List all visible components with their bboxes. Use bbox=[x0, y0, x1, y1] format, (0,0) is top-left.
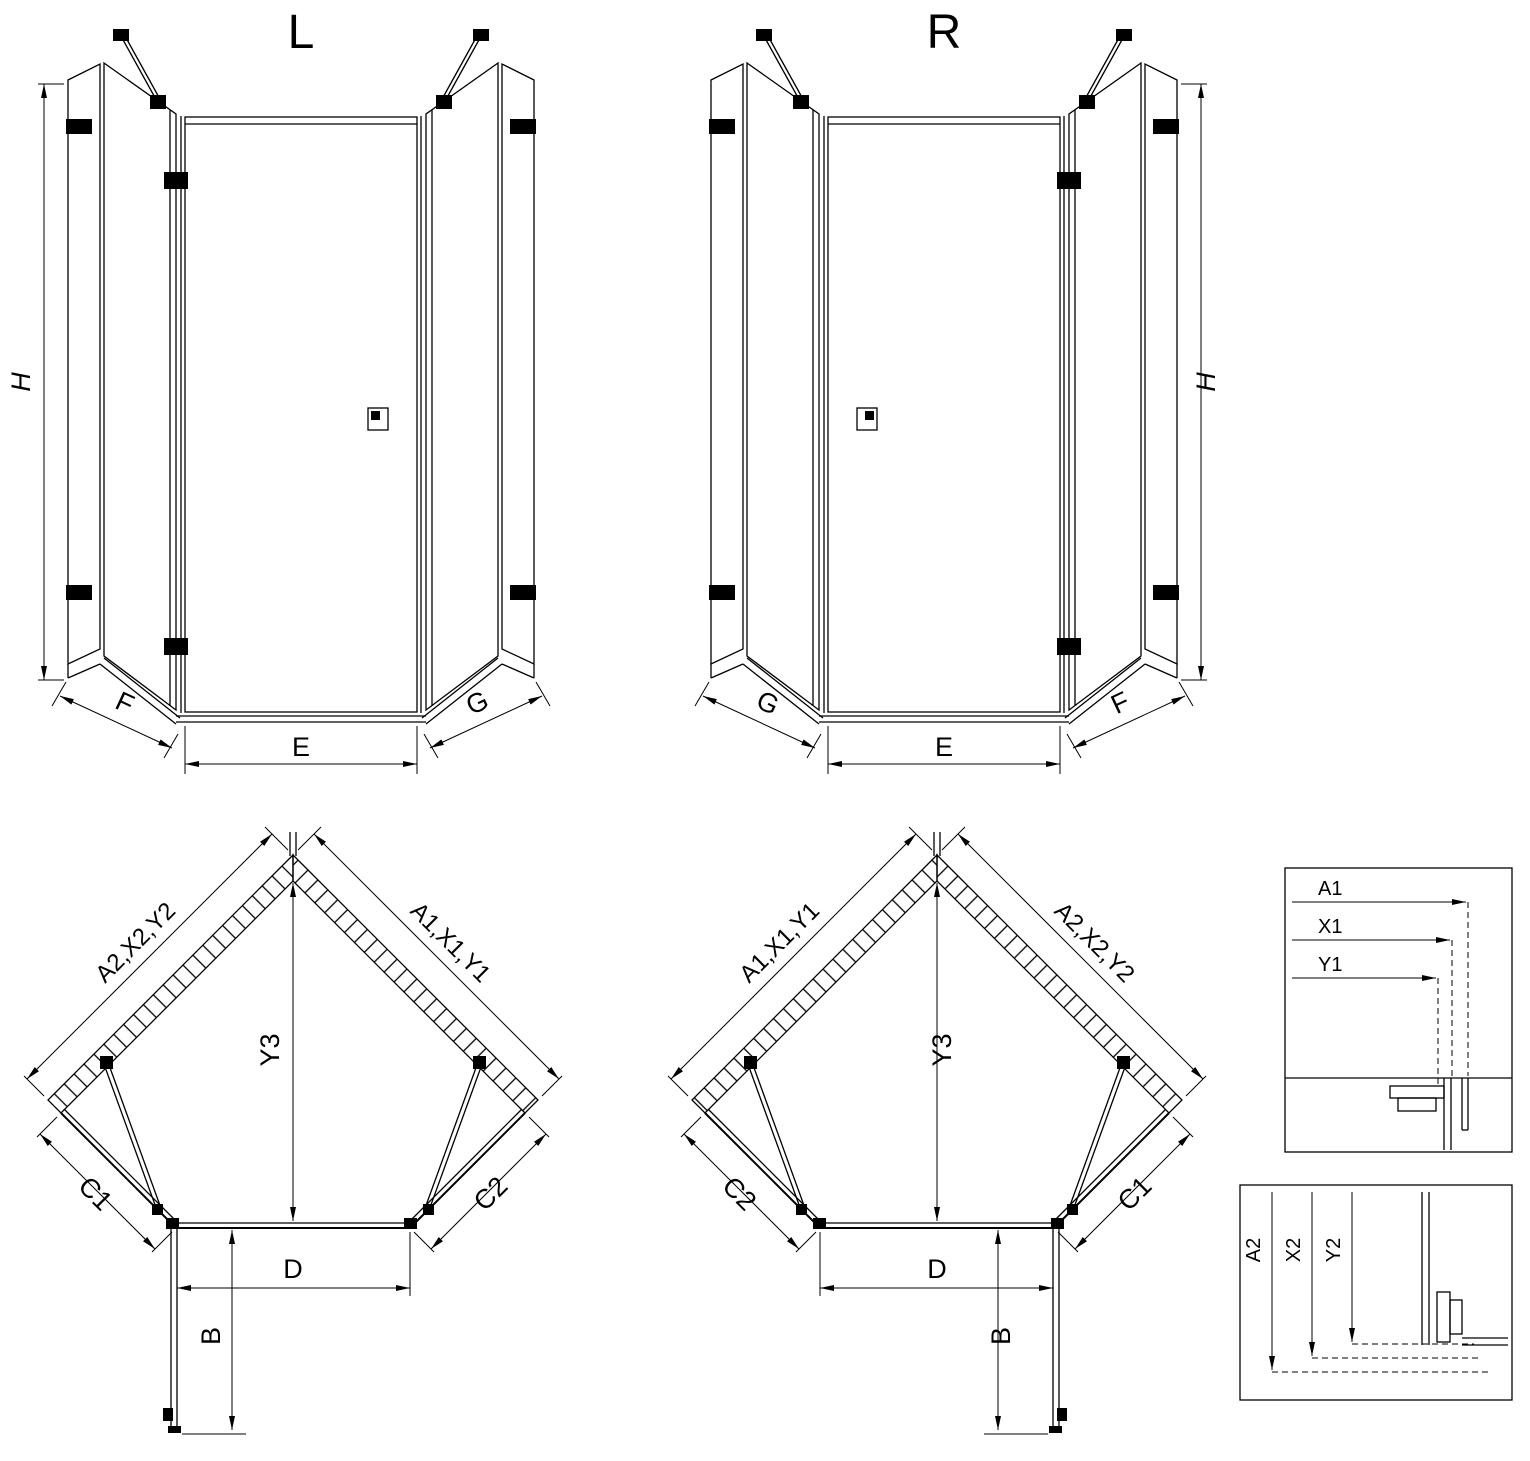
dim-label-a1-detail: A1 bbox=[1318, 878, 1342, 900]
dim-label-x1-detail: X1 bbox=[1318, 916, 1342, 938]
dim-label-wall-left-L: A2,X2,Y2 bbox=[90, 897, 181, 988]
dim-label-c1-R: C1 bbox=[1112, 1171, 1158, 1217]
detail-top-profile bbox=[1285, 1077, 1512, 1150]
dim-label-y3-R: Y3 bbox=[927, 1033, 957, 1066]
detail-box-top: A1 X1 Y1 bbox=[1284, 867, 1513, 1153]
view-title-right: R bbox=[927, 6, 962, 59]
dim-label-wall-right-L: A1,X1,Y1 bbox=[405, 897, 496, 988]
dim-label-e-left: E bbox=[292, 732, 310, 762]
detail-box-bottom: A2 X2 Y2 bbox=[1239, 1184, 1513, 1401]
left-3d-view-art bbox=[38, 29, 550, 774]
left-plan-view-art bbox=[24, 827, 562, 1434]
detail-bottom-profile bbox=[1421, 1192, 1508, 1346]
dim-label-x2-detail: X2 bbox=[1283, 1238, 1305, 1262]
dim-label-f-left: F bbox=[111, 686, 139, 720]
dim-label-c1-L: C1 bbox=[73, 1171, 119, 1217]
dim-label-h-left: H bbox=[6, 372, 36, 392]
dim-label-h-right: H bbox=[1191, 372, 1221, 392]
dim-label-y2-detail: Y2 bbox=[1323, 1238, 1345, 1262]
dim-label-e-right: E bbox=[935, 732, 953, 762]
right-plan-view-art bbox=[668, 827, 1206, 1434]
dim-label-y1-detail: Y1 bbox=[1318, 954, 1342, 976]
dim-label-wall-right-R: A2,X2,Y2 bbox=[1049, 897, 1140, 988]
dim-label-b-L: B bbox=[196, 1327, 226, 1345]
dim-label-y3-L: Y3 bbox=[255, 1033, 285, 1066]
dim-label-g-right: G bbox=[752, 685, 784, 721]
view-title-left: L bbox=[288, 6, 315, 59]
dim-label-wall-left-R: A1,X1,Y1 bbox=[734, 897, 825, 988]
dim-label-g-left: G bbox=[461, 685, 493, 721]
dim-label-c2-L: C2 bbox=[468, 1171, 514, 1217]
dim-label-b-R: B bbox=[986, 1327, 1016, 1345]
dim-label-d-L: D bbox=[283, 1254, 303, 1284]
dim-label-d-R: D bbox=[927, 1254, 947, 1284]
dim-label-a2-detail: A2 bbox=[1243, 1238, 1265, 1262]
dim-label-c2-R: C2 bbox=[717, 1171, 763, 1217]
right-3d-view-art bbox=[695, 29, 1207, 774]
dim-label-f-right: F bbox=[1106, 686, 1134, 720]
